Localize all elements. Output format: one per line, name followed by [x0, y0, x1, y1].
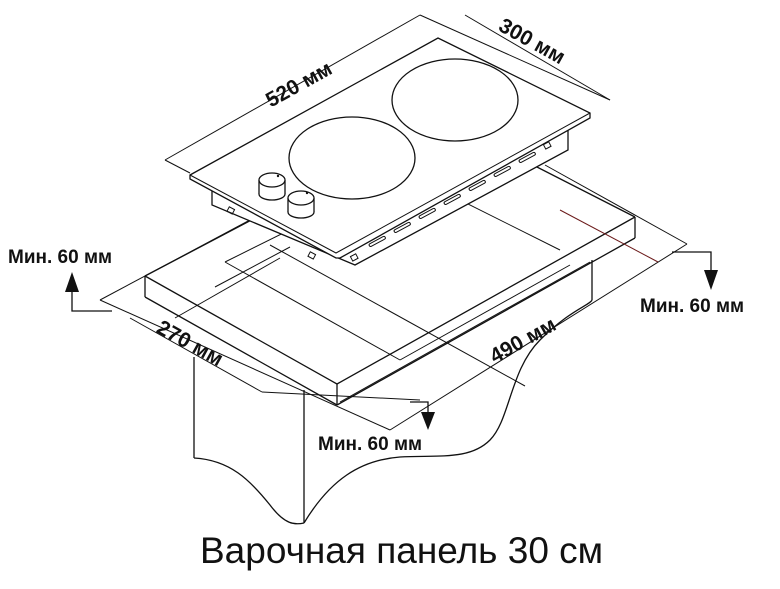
right-clearance-label: Мин. 60 мм	[640, 296, 745, 317]
burner-small	[288, 116, 416, 200]
vent-slots	[368, 151, 536, 247]
left-clearance-arrow	[65, 272, 112, 312]
burner-large	[391, 58, 519, 142]
knob-1	[258, 172, 286, 201]
front-clearance-arrow	[410, 401, 435, 430]
knob-2	[287, 190, 315, 219]
diagram-caption: Варочная панель 30 см	[200, 530, 604, 571]
right-clearance-arrow	[672, 251, 718, 290]
hob	[164, 14, 611, 266]
front-clearance-label: Мин. 60 мм	[318, 434, 423, 455]
cabinet	[193, 260, 593, 525]
countertop	[99, 137, 688, 431]
left-clearance-label: Мин. 60 мм	[8, 247, 113, 268]
